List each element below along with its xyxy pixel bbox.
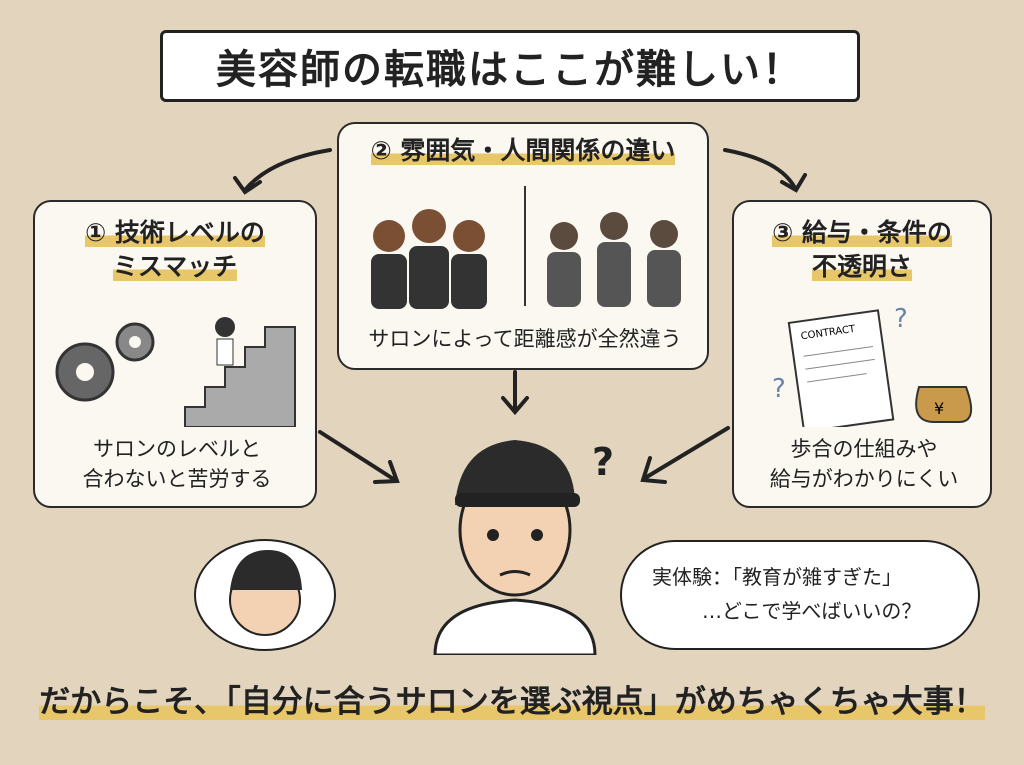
card-caption: サロンによって距離感が全然違う	[368, 327, 682, 351]
card-salary: ③ 給与・条件の不透明さ CONTRACT ¥ ? ? 歩合の仕組みや給与がわか…	[732, 200, 992, 508]
card-caption: サロンのレベルと合わないと苦労する	[82, 437, 272, 491]
svg-text:?: ?	[772, 374, 786, 404]
card-heading-2: ミスマッチ	[112, 252, 238, 281]
arrow-left-top	[243, 148, 332, 192]
card-heading: ③ 給与・条件の	[772, 218, 952, 247]
svg-text:¥: ¥	[934, 399, 944, 418]
speech-bubble: 実体験：「教育が雑すぎた」 …どこで学べばいいの？	[620, 540, 980, 650]
question-mark: ?	[592, 440, 615, 484]
footer-message: だからこそ、「自分に合うサロンを選ぶ視点」がめちゃくちゃ大事！	[39, 684, 985, 720]
contract-icon	[787, 309, 895, 427]
card-skill-mismatch: ① 技術レベルのミスマッチ サロンのレベルと合わないと苦労する	[33, 200, 317, 508]
stairs-icon	[184, 326, 296, 427]
confused-stylist-illustration	[433, 440, 597, 655]
contract-illustration: CONTRACT ¥ ? ?	[772, 304, 973, 427]
arrow-right-down	[643, 426, 730, 480]
arrow-right-top	[723, 148, 797, 190]
thought-bubble-stylist	[194, 539, 336, 651]
people-illustration	[371, 186, 681, 309]
gears-stairs-illustration	[55, 317, 296, 427]
svg-text:?: ?	[894, 304, 908, 334]
card-heading-2: 不透明さ	[811, 252, 912, 281]
arrow-left-down	[318, 430, 397, 482]
page-title: 美容師の転職はここが難しい！	[216, 47, 804, 93]
card-caption: 歩合の仕組みや給与がわかりにくい	[769, 437, 959, 491]
card-heading: ① 技術レベルの	[85, 218, 265, 247]
money-bag-icon	[915, 386, 973, 423]
cap-icon	[455, 440, 575, 505]
title-banner: 美容師の転職はここが難しい！	[160, 30, 860, 102]
card-atmosphere: ② 雰囲気・人間関係の違い サロンによって距離感が全然違う	[337, 122, 709, 370]
card-heading: ② 雰囲気・人間関係の違い	[370, 136, 676, 165]
